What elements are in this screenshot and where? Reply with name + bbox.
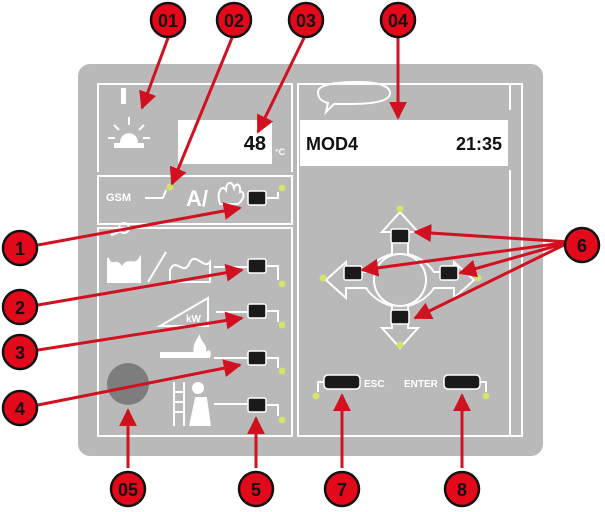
auto-manual-led <box>278 184 286 192</box>
ignition-flame-icon <box>160 334 211 358</box>
nav-down-button[interactable] <box>390 309 410 325</box>
callout-7-badge <box>323 470 361 508</box>
temperature-value: 48 <box>244 133 266 155</box>
callout-2-badge <box>1 288 39 326</box>
callout-2-label: 2 <box>15 298 25 318</box>
enter-button[interactable] <box>443 374 481 390</box>
callout-6-label: 6 <box>577 236 587 256</box>
auto-manual-button[interactable] <box>247 190 267 206</box>
chimney-sweep-led <box>278 416 286 424</box>
hand-icon <box>217 182 245 205</box>
temperature-unit: °C <box>275 147 286 157</box>
navigation-center-ring <box>373 253 427 307</box>
nav-right-led <box>474 274 482 282</box>
callout-1-label: 1 <box>15 239 25 259</box>
callout-03-label: 03 <box>296 11 316 31</box>
callout-5-badge <box>237 470 275 508</box>
gsm-label: GSM <box>106 192 131 204</box>
chimney-sweep-icon <box>173 382 211 427</box>
enter-label: ENTER <box>404 379 439 390</box>
auto-manual-label: A/ <box>186 186 208 211</box>
ignition-button[interactable] <box>247 350 267 366</box>
nav-left-led <box>319 274 327 282</box>
chimney-sweep-button[interactable] <box>247 397 267 413</box>
enter-led <box>482 392 490 400</box>
callout-8-label: 8 <box>457 480 467 500</box>
heating-curve-icon <box>107 251 211 283</box>
callout-04-label: 04 <box>388 11 408 31</box>
callout-05-label: 05 <box>118 480 138 500</box>
callout-8-badge <box>443 470 481 508</box>
nav-left-button[interactable] <box>343 265 363 281</box>
esc-led <box>312 392 320 400</box>
callout-7-label: 7 <box>337 480 347 500</box>
nav-up-button[interactable] <box>390 228 410 244</box>
heating-curve-button[interactable] <box>247 258 267 274</box>
mode-clock-display <box>300 120 508 166</box>
nav-up-led <box>396 205 404 213</box>
alarm-beacon-icon <box>108 88 150 148</box>
esc-button[interactable] <box>323 374 361 390</box>
callout-02-badge <box>215 1 253 39</box>
power-unit-label: kW <box>186 314 202 325</box>
power-led <box>278 321 286 329</box>
heating-curve-led <box>278 280 286 288</box>
esc-label: ESC <box>364 379 385 390</box>
callout-02-label: 02 <box>224 11 244 31</box>
callout-3-badge <box>1 333 39 371</box>
callout-6-badge <box>563 226 601 264</box>
clock-text: 21:35 <box>456 134 502 154</box>
right-section-frame <box>297 83 523 437</box>
callout-05-badge <box>109 470 147 508</box>
power-button[interactable] <box>247 303 267 319</box>
mode-text: MOD4 <box>306 134 358 154</box>
callout-04-badge <box>379 1 417 39</box>
callout-3-label: 3 <box>15 343 25 363</box>
callout-5-label: 5 <box>251 480 261 500</box>
callout-4-badge <box>1 389 39 427</box>
message-bubble-icon <box>316 80 392 116</box>
callout-01-label: 01 <box>158 11 178 31</box>
nav-right-button[interactable] <box>439 265 459 281</box>
left-section-frames <box>97 83 293 437</box>
infrared-sensor <box>107 363 149 405</box>
callout-01-badge <box>149 1 187 39</box>
callout-4-label: 4 <box>15 399 25 419</box>
callout-leader-lines <box>37 37 571 468</box>
callout-03-badge <box>287 1 325 39</box>
nav-down-led <box>396 341 404 349</box>
ignition-led <box>278 367 286 375</box>
gsm-led <box>166 183 174 191</box>
callout-1-badge <box>1 229 39 267</box>
